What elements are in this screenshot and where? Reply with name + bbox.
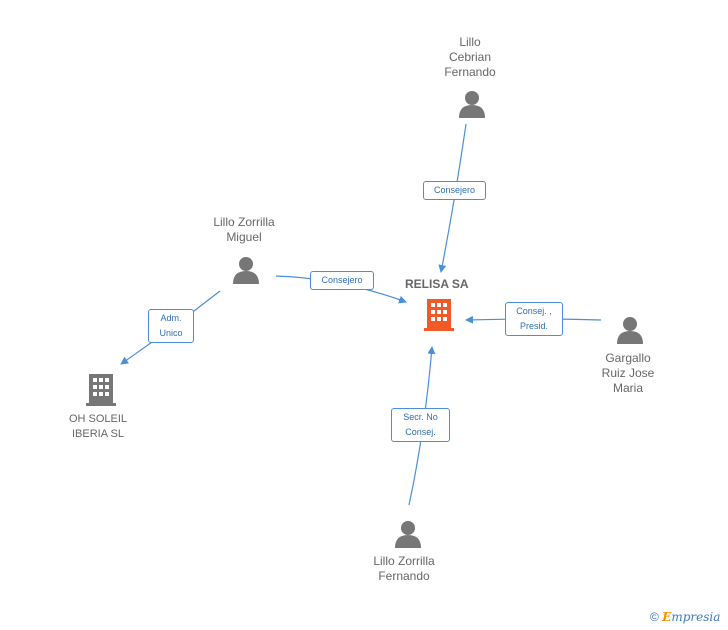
person-label-gargallo[interactable]: Gargallo Ruiz Jose Maria [590, 351, 666, 396]
person-label-miguel[interactable]: Lillo Zorrilla Miguel [199, 215, 289, 245]
copyright-symbol: © [650, 610, 659, 624]
brand-logo-initial: E [662, 610, 672, 624]
person-icon[interactable] [616, 316, 644, 344]
edge-label-text: Consej. , [516, 306, 552, 316]
building-icon[interactable] [86, 372, 116, 406]
edge-label-text: Adm. [160, 313, 182, 323]
person-name-line: Fernando [378, 569, 430, 583]
edge-label-miguel[interactable]: Consejero [310, 271, 374, 290]
company-name-line: OH SOLEIL [68, 413, 128, 425]
person-name-line: Maria [612, 381, 643, 395]
person-name-line: Lillo [459, 35, 481, 49]
edge-label-cebrian[interactable]: Consejero [423, 181, 486, 200]
person-icon[interactable] [232, 256, 260, 284]
building-icon[interactable] [424, 297, 454, 331]
person-name-line: Ruiz Jose [601, 366, 655, 380]
edge-label-text: Unico [159, 328, 183, 338]
person-name-line: Lillo Zorrilla [213, 215, 275, 229]
person-name-line: Miguel [226, 230, 262, 244]
person-name-line: Fernando [444, 65, 496, 79]
company-name-line: IBERIA SL [72, 428, 124, 440]
person-name-line: Cebrian [448, 50, 492, 64]
person-label-cebrian[interactable]: Lillo Cebrian Fernando [430, 35, 510, 80]
company-label-ohsoleil[interactable]: OH SOLEIL IBERIA SL [58, 412, 138, 442]
edge-label-text: Consej. [405, 427, 436, 437]
edge-label-ohsoleil[interactable]: Adm. Unico [148, 309, 194, 343]
person-name-line: Gargallo [605, 351, 651, 365]
edge-label-text: Presid. [519, 321, 548, 331]
person-name-line: Lillo Zorrilla [373, 554, 435, 568]
person-label-fernando[interactable]: Lillo Zorrilla Fernando [359, 554, 449, 584]
brand-footer[interactable]: © Empresia [650, 610, 720, 624]
edge-label-text: Secr. No [403, 412, 438, 422]
edge-label-fernando[interactable]: Secr. No Consej. [391, 408, 450, 442]
edge-label-text: Consejero [433, 185, 476, 195]
edge-label-text: Consejero [321, 275, 363, 285]
person-icon[interactable] [458, 90, 486, 118]
edge-label-gargallo[interactable]: Consej. , Presid. [505, 302, 563, 336]
person-icon[interactable] [394, 520, 422, 548]
brand-logo-text: mpresia [671, 610, 721, 624]
center-company-name[interactable]: RELISA SA [405, 277, 469, 291]
